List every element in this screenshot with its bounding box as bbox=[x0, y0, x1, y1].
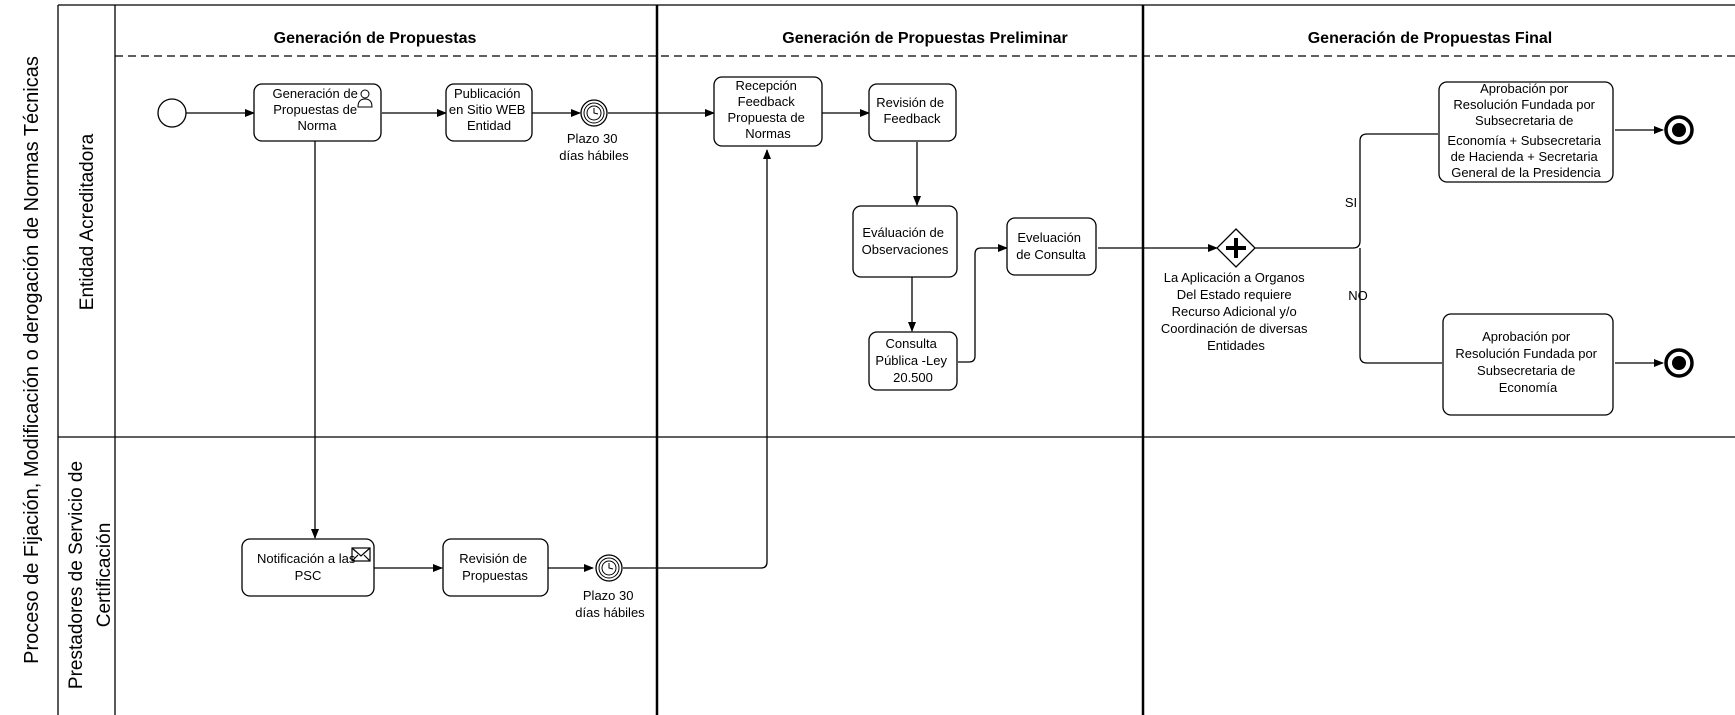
timer-event-2[interactable] bbox=[595, 554, 623, 582]
end-event-si[interactable] bbox=[1664, 115, 1694, 145]
task-evaluacion-consulta[interactable]: Eveluación de Consulta bbox=[1006, 217, 1097, 276]
gateway-label: La Aplicación a Organos Del Estado requi… bbox=[1161, 270, 1311, 353]
clock-icon bbox=[601, 560, 617, 576]
user-task-icon bbox=[357, 89, 373, 108]
parallel-gateway[interactable] bbox=[1216, 228, 1256, 268]
timer-event-1[interactable] bbox=[580, 99, 608, 127]
timer-label-1: Plazo 30 días hábiles bbox=[559, 131, 629, 163]
task-aprobacion-no[interactable]: Aprobación por Resolución Fundada por Su… bbox=[1442, 313, 1614, 416]
svg-text:Revisión de Propuestas: Revisión de Propuestas bbox=[459, 551, 531, 583]
svg-text:Eváluación de Observacio: Eváluación de Observaciones bbox=[862, 225, 949, 257]
task-publicacion-web[interactable]: Publicación en Sitio WEB Entidad bbox=[445, 83, 533, 142]
task-recepcion-feedback[interactable]: Recepción Feedback Propuesta de Normas bbox=[713, 76, 823, 147]
task-revision-feedback[interactable]: Revisión de Feedback bbox=[868, 83, 957, 142]
timer-label-2: Plazo 30 días hábiles bbox=[575, 588, 645, 620]
task-generacion-propuestas[interactable]: Generación de Propuestas de Norma bbox=[253, 83, 382, 142]
svg-text:Prestadores de Servicio de: Prestadores de Servicio de bbox=[66, 461, 87, 689]
svg-text:Consulta Pública -Ley: Consulta Pública -Ley 20.500 bbox=[875, 336, 950, 385]
sequence-flows bbox=[186, 109, 1664, 572]
pool bbox=[57, 4, 1735, 715]
svg-text:Aprobación por Resolució: Aprobación por Resolución Fundada por Su… bbox=[1455, 329, 1600, 395]
phase-title-1: Generación de Propuestas bbox=[274, 30, 477, 47]
svg-text:Notificación a las PSC: Notificación a las PSC bbox=[257, 551, 359, 583]
clock-icon bbox=[586, 105, 602, 121]
phase-title-2: Generación de Propuestas Preliminar bbox=[782, 30, 1067, 47]
plus-icon bbox=[1226, 238, 1246, 258]
branch-label-si: SI bbox=[1345, 195, 1357, 210]
branch-label-no: NO bbox=[1348, 288, 1368, 303]
task-notificacion-psc[interactable]: Notificación a las PSC bbox=[241, 538, 375, 597]
svg-text:Aprobación por Resolució: Aprobación por Resolución Fundada por Su… bbox=[1447, 81, 1604, 180]
phase-title-3: Generación de Propuestas Final bbox=[1308, 30, 1553, 47]
start-event[interactable] bbox=[157, 98, 187, 128]
task-consulta-publica[interactable]: Consulta Pública -Ley 20.500 bbox=[868, 331, 958, 391]
svg-text:Publicación en Sitio WEB: Publicación en Sitio WEB Entidad bbox=[449, 86, 529, 133]
lane-label-prestadores: Prestadores de Servicio de Certificación bbox=[66, 461, 115, 689]
envelope-icon bbox=[351, 547, 371, 562]
lane-label-entidad: Entidad Acreditadora bbox=[77, 133, 98, 310]
task-revision-propuestas[interactable]: Revisión de Propuestas bbox=[442, 538, 549, 597]
task-evaluacion-observaciones[interactable]: Eváluación de Observaciones bbox=[852, 205, 958, 278]
end-event-no[interactable] bbox=[1664, 348, 1694, 378]
svg-text:Entidad Acreditadora: Entidad Acreditadora bbox=[77, 133, 98, 310]
svg-text:Proceso de Fijación, Modificac: Proceso de Fijación, Modificación o dero… bbox=[21, 56, 43, 664]
svg-text:Eveluación de Consulta: Eveluación de Consulta bbox=[1016, 230, 1086, 262]
svg-text:Recepción Feedback: Recepción Feedback Propuesta de Normas bbox=[728, 78, 809, 141]
task-aprobacion-si[interactable]: Aprobación por Resolución Fundada por Su… bbox=[1438, 81, 1614, 183]
svg-text:Generación de Propuestas: Generación de Propuestas de Norma bbox=[273, 86, 362, 133]
svg-text:Revisión de Feedback: Revisión de Feedback bbox=[876, 95, 948, 126]
svg-text:Certificación: Certificación bbox=[94, 523, 115, 628]
pool-title: Proceso de Fijación, Modificación o dero… bbox=[21, 56, 43, 664]
